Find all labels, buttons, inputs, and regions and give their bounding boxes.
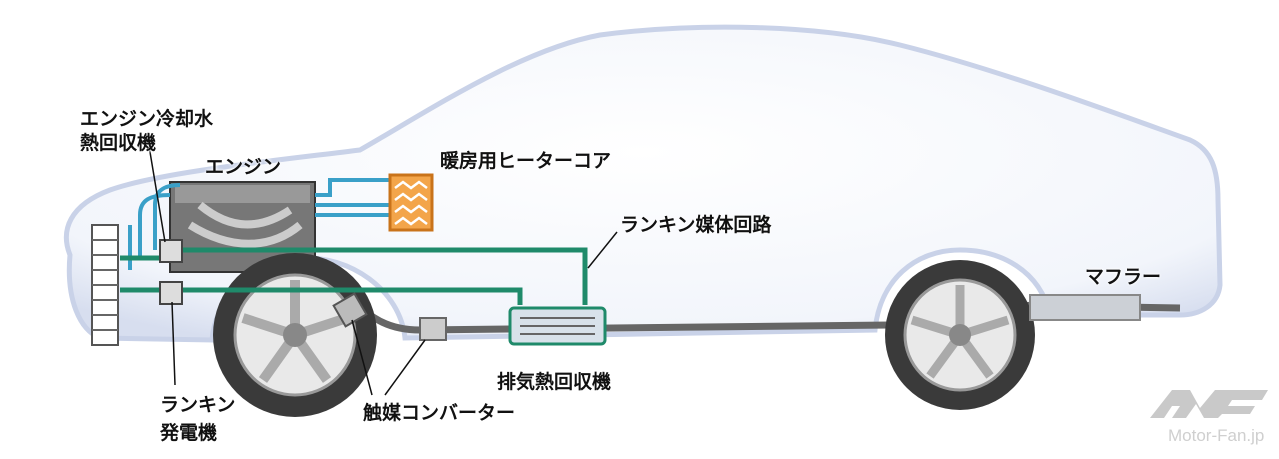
label-engine: エンジン — [205, 156, 282, 178]
label-heater-core: 暖房用ヒーターコア — [440, 150, 612, 172]
front-catalyst — [332, 292, 368, 328]
leader-lines — [147, 139, 618, 396]
label-rankine-generator-line2: 発電機 — [160, 422, 218, 444]
front-wheel — [213, 253, 377, 417]
label-muffler: マフラー — [1085, 266, 1162, 288]
rear-wheel — [885, 260, 1035, 410]
label-coolant-recovery-line2: 熱回収機 — [80, 132, 157, 154]
exhaust-heat-recovery-unit — [508, 306, 607, 346]
label-catalytic-converter: 触媒コンバーター — [363, 402, 516, 424]
motor-fan-logo — [1150, 390, 1268, 418]
muffler — [1029, 294, 1141, 321]
coolant-lines — [128, 178, 390, 270]
rankine-generator-unit — [159, 281, 183, 305]
coolant-heat-recovery-unit — [159, 239, 183, 263]
label-coolant-recovery-line1: エンジン冷却水 — [80, 108, 214, 130]
label-rankine-circuit: ランキン媒体回路 — [620, 214, 772, 236]
heater-core — [388, 173, 434, 232]
rankine-circuit — [120, 247, 588, 305]
catalytic-converter — [419, 317, 447, 341]
label-exhaust-heat-recovery: 排気熱回収機 — [497, 371, 612, 393]
label-rankine-generator-line1: ランキン — [160, 394, 236, 416]
logo-text: Motor-Fan.jp — [1168, 426, 1265, 445]
radiator — [91, 224, 119, 346]
